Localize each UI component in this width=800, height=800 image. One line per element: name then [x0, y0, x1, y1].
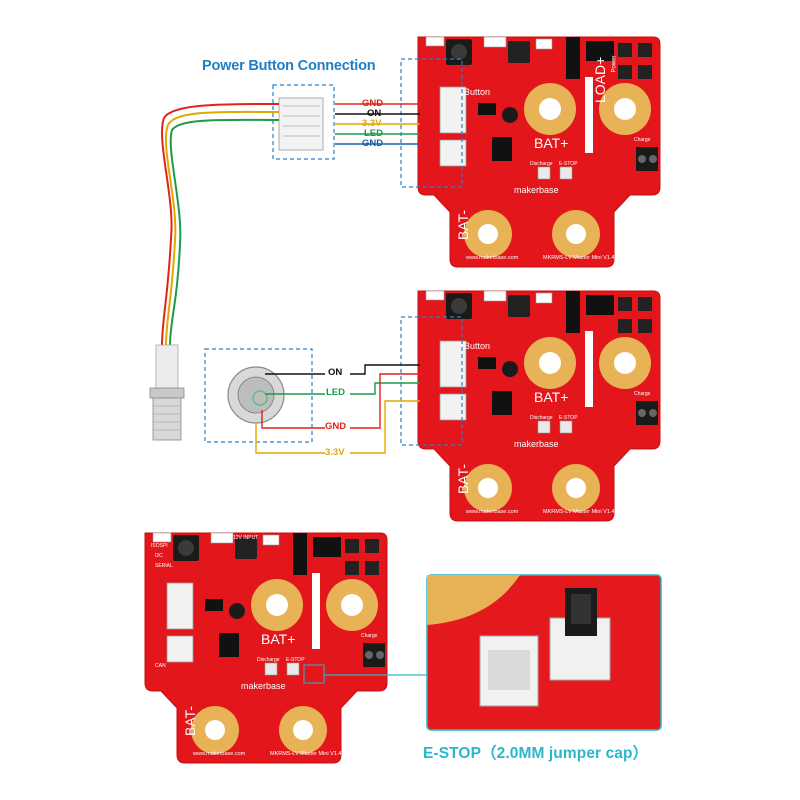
bat-plus-label: BAT+: [261, 631, 296, 647]
estop-label: E-STOP: [559, 161, 578, 167]
load-minus-label: LOAD-: [356, 699, 373, 743]
input-label: 12V INPUT: [233, 535, 259, 541]
discharge-label: Discharge: [530, 161, 553, 167]
wire-label-gnd-2: GND: [362, 138, 384, 149]
serial-label: SERIAL: [155, 563, 173, 569]
bat-minus-label: BAT-: [182, 705, 199, 737]
bat-plus-label: BAT+: [534, 135, 569, 151]
wire-label-gnd-1: GND: [362, 98, 384, 109]
load-minus-label: LOAD-: [629, 457, 646, 501]
wire-label-mid-gnd: GND: [325, 421, 347, 432]
wire-label-mid-on: ON: [328, 367, 343, 378]
board-url: www.makerbase.com: [466, 255, 519, 261]
estop-zoom-inset: [426, 574, 662, 731]
push-button-body: [155, 344, 179, 391]
board-name: MKRMS-LV Master Mini V1.4: [543, 509, 615, 515]
button-box-middle: [204, 348, 313, 443]
can-label: CAN: [155, 663, 166, 669]
logo-text: makerbase: [241, 681, 286, 691]
discharge-label: Discharge: [530, 415, 553, 421]
connector-box-top: [272, 84, 335, 160]
board-url: www.makerbase.com: [193, 751, 246, 757]
wire-label-mid-3v3: 3.3V: [325, 447, 345, 458]
charge-label: Charge: [634, 137, 651, 143]
button-label: Button: [464, 87, 491, 97]
board-name: MKRMS-LV Master Mini V1.4: [543, 255, 615, 261]
board-middle-labels: BAT+ BAT- LOAD- makerbase MKRMS-LV Maste…: [418, 291, 660, 521]
board-connector-box-middle: [400, 316, 463, 446]
power-label: Power: [611, 55, 618, 73]
board-name: MKRMS-LV Master Mini V1.4: [270, 751, 342, 757]
bat-minus-label: BAT-: [455, 463, 472, 495]
board-top-labels: BAT+ LOAD+ BAT- LOAD- makerbase MKRMS-LV…: [418, 37, 660, 267]
wire-label-on: ON: [367, 108, 382, 119]
i2c-label: I2C: [155, 553, 163, 559]
wire-label-3v3: 3.3V: [362, 118, 382, 129]
button-label: Button: [464, 341, 491, 351]
bat-minus-label: BAT-: [455, 209, 472, 241]
isospi-label: ISOSPI: [151, 543, 168, 549]
load-minus-label: LOAD-: [629, 203, 646, 247]
logo-text: makerbase: [514, 439, 559, 449]
charge-label: Charge: [634, 391, 651, 397]
page-title: Power Button Connection: [202, 58, 376, 74]
charge-label: Charge: [361, 633, 378, 639]
wire-label-led: LED: [364, 128, 383, 139]
estop-label: E-STOP: [286, 657, 305, 663]
board-connector-box-top: [400, 58, 463, 188]
board-url: www.makerbase.com: [466, 509, 519, 515]
discharge-label: Discharge: [257, 657, 280, 663]
estop-label: E-STOP: [559, 415, 578, 421]
board-bottom-labels: BAT+ BAT- LOAD- makerbase MKRMS-LV Maste…: [145, 533, 387, 763]
jst-plug: [278, 97, 324, 151]
load-plus-label: LOAD+: [592, 56, 608, 103]
bat-plus-label: BAT+: [534, 389, 569, 405]
estop-caption: E-STOP（2.0MM jumper cap）: [423, 745, 649, 762]
wire-label-mid-led: LED: [326, 387, 345, 398]
logo-text: makerbase: [514, 185, 559, 195]
